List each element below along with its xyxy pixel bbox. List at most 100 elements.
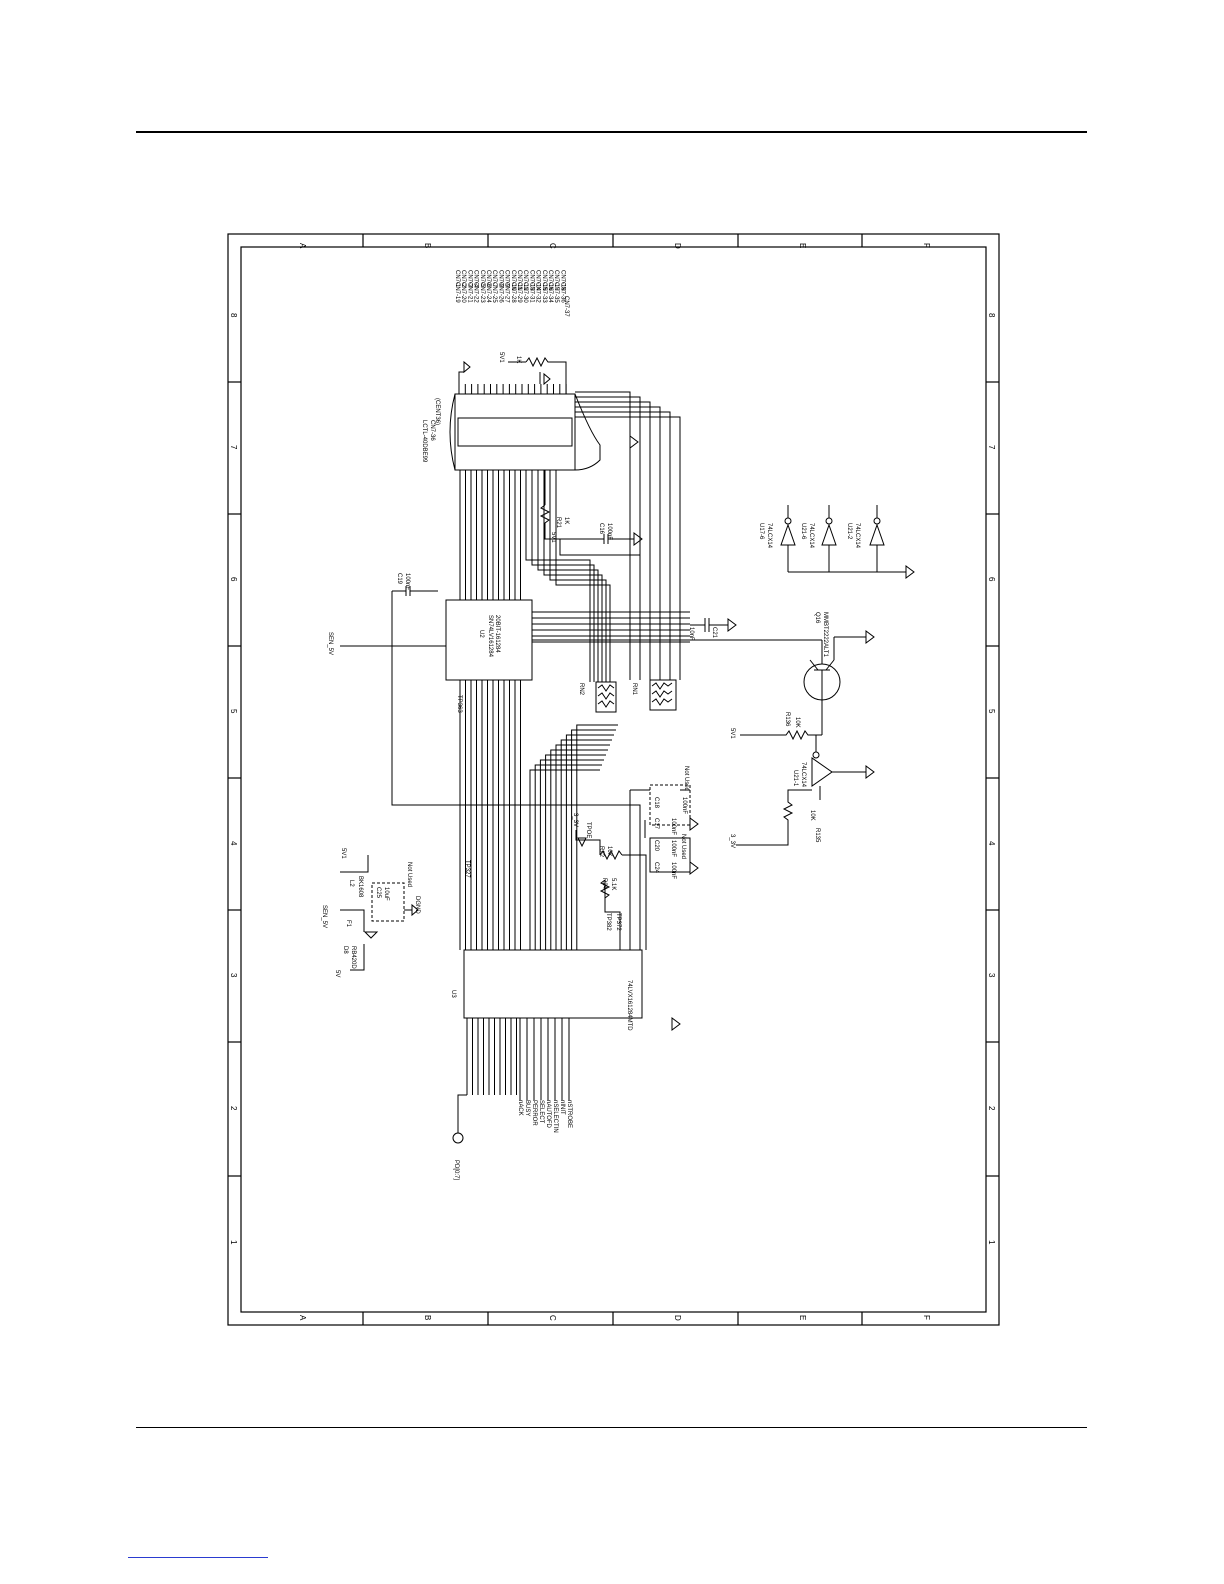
component-label: BUSY: [524, 1100, 530, 1116]
frame-col-label: F: [922, 1315, 931, 1320]
resistors: [508, 356, 822, 899]
component-label: L2: [348, 880, 354, 887]
drawing-frame: [227, 233, 1000, 1326]
cn7-pin-label: CN7-23: [479, 282, 485, 303]
component-label: RN1: [631, 683, 637, 696]
frame-col-label: F: [922, 243, 931, 248]
cn7-pin-label: CN7-32: [535, 282, 541, 303]
cn7-pin-label: CN7-6: [485, 270, 491, 288]
frame-col-label: B: [423, 243, 432, 248]
header-rule: [136, 131, 1087, 133]
inverter-u21-6: [821, 505, 837, 572]
component-label: 100nF: [670, 818, 676, 835]
frame-row-label: 2: [987, 1106, 996, 1111]
cn7-pin-label: CN7-11: [516, 270, 522, 291]
component-label: TP382: [605, 913, 611, 931]
component-label: R24: [601, 878, 607, 890]
footer-link-underline: [128, 1557, 268, 1558]
component-label: 1K: [515, 356, 521, 363]
component-label: MMBT2222ALT1: [822, 612, 828, 658]
component-label: U21-2: [846, 523, 852, 540]
cn7-pin-label: CN7-26: [497, 282, 503, 303]
cn7-pin-label: CN7-3: [466, 270, 472, 288]
component-label: C24: [653, 862, 659, 874]
cn7-pin-label: CN7-16: [547, 270, 553, 291]
component-label: R135: [814, 828, 820, 843]
cn7-pin-label: CN7-12: [522, 270, 528, 291]
cn7-pin-label: CN7-2: [460, 270, 466, 288]
cn7-pin-label: CN7-8: [497, 270, 503, 288]
frame-row-label: 8: [229, 313, 238, 318]
footer-rule: [136, 1427, 1087, 1428]
cn7-pin-label: CN7-19: [454, 282, 460, 303]
component-label: TP363: [456, 695, 462, 713]
frame-col-label: C: [548, 243, 557, 249]
cn7-pin-label: CN7-31: [528, 282, 534, 303]
component-label: SELECT: [538, 1100, 544, 1124]
component-label: 100nF: [404, 573, 410, 590]
frame-col-label: D: [673, 1315, 682, 1321]
component-label: 10uF: [383, 887, 389, 901]
cn7-pin-label: CN7-5: [479, 270, 485, 288]
component-label: U21-1: [792, 770, 798, 787]
component-label: 100nF: [670, 840, 676, 857]
inverter-u17-6: [780, 505, 796, 572]
component-label: C21: [711, 627, 717, 639]
frame-row-label: 6: [987, 577, 996, 582]
cn7-pin-label: CN7-37: [563, 296, 569, 317]
component-label: 74LCX14: [800, 762, 806, 788]
component-label: Not Used: [680, 834, 686, 859]
inverter-u21-1: [811, 735, 875, 800]
component-label: TP372: [615, 913, 621, 931]
component-label: 100nF: [681, 797, 687, 814]
cn7-pin-label: CN7-24: [485, 282, 491, 303]
component-label: 5V1: [498, 352, 504, 363]
frame-row-label: 7: [229, 445, 238, 450]
component-label: F1: [345, 920, 351, 928]
chip-u3: [463, 949, 643, 1019]
cn7-pin-label: CN7-22: [473, 282, 479, 303]
frame-row-label: 6: [229, 577, 238, 582]
component-label: (CENT36): [434, 398, 440, 425]
component-label: nINIT: [559, 1100, 565, 1115]
component-label: RB420D: [350, 946, 356, 969]
transistor-q16: [803, 630, 875, 735]
cn7-pin-label: CN7-21: [466, 282, 472, 303]
component-label: 100nF: [670, 862, 676, 879]
cn7-pin-label: CN7-29: [516, 282, 522, 303]
frame-row-label: 1: [229, 1240, 238, 1245]
component-label: 3_3V: [729, 834, 735, 848]
component-label: SEN_5V: [321, 905, 327, 928]
component-label: U3: [450, 990, 456, 998]
component-label: LCTL-40DBE99: [421, 420, 427, 463]
component-label: PD[0:7]: [453, 1160, 459, 1180]
cn7-pin-label: CN7-20: [460, 282, 466, 303]
component-label: U2: [478, 630, 484, 638]
component-label: 20BIT-161284: [494, 615, 500, 653]
component-label: 10K: [809, 810, 815, 821]
component-label: 10K: [794, 717, 800, 728]
component-label: nACK: [517, 1100, 523, 1116]
frame-col-label: C: [548, 1315, 557, 1321]
component-label: 10nF: [688, 627, 694, 641]
component-label: 10K: [606, 846, 612, 857]
cn7-pin-label: CN7-14: [535, 270, 541, 291]
component-label: PERROR: [531, 1100, 537, 1126]
component-label: 74LVX161284MTD: [626, 980, 632, 1031]
component-label: 74LCX14: [854, 523, 860, 549]
component-label: R22: [598, 846, 604, 858]
component-label: 5V1: [550, 532, 556, 543]
cn7-pin-label: CN7-34: [547, 282, 553, 303]
frame-row-label: 7: [987, 445, 996, 450]
component-label: R136: [784, 712, 790, 727]
component-label: RN2: [578, 683, 584, 696]
frame-col-label: A: [298, 1315, 307, 1321]
frame-row-label: 4: [987, 841, 996, 846]
connector-cn7: [449, 393, 601, 471]
component-label: 5.1K: [610, 878, 616, 890]
frame-row-label: 5: [987, 709, 996, 714]
component-label: C25: [375, 887, 381, 899]
frame-col-label: A: [298, 243, 307, 249]
